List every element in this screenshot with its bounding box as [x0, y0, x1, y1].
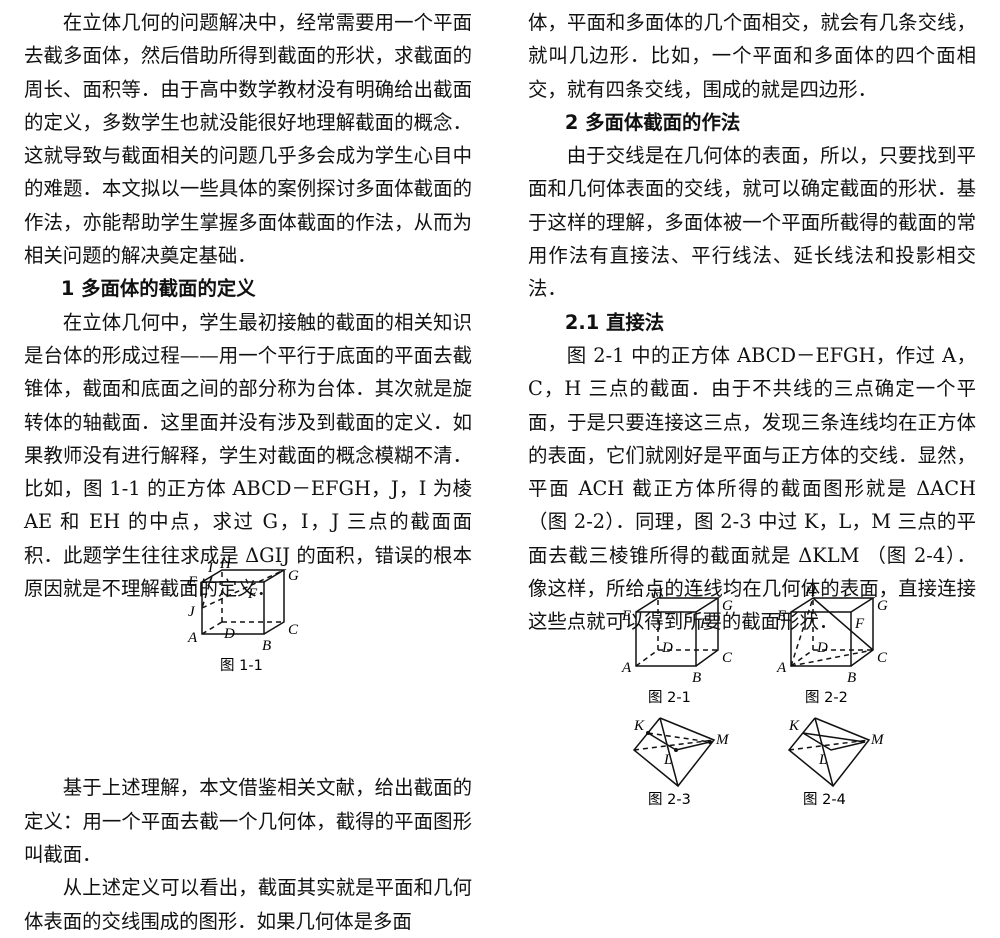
label-g: G — [722, 598, 733, 614]
figure-2-3: K M L 图 2-3 — [620, 712, 750, 812]
label-j: J — [188, 604, 196, 620]
label-k: K — [633, 718, 645, 734]
hidden-edge-ad — [790, 649, 814, 667]
pyramid-outline — [632, 717, 716, 788]
label-b: B — [262, 638, 271, 654]
label-m: M — [715, 732, 730, 748]
label-a: A — [621, 660, 632, 676]
continued-paragraph: 体，平面和多面体的几个面相交，就会有几条交线，就叫几边形．比如，一个平面和多面体… — [528, 11, 976, 101]
hidden-edge-ad — [201, 621, 223, 635]
top-edges — [790, 597, 876, 613]
label-d: D — [223, 626, 235, 642]
cube-diagram-2-2: H G E F D C A B 图 2-2 — [776, 584, 888, 706]
right-edges — [263, 570, 285, 635]
label-l: L — [818, 752, 827, 768]
label-h: H — [219, 556, 232, 572]
intro-paragraph: 在立体几何的问题解决中，经常需要用一个平面去截多面体，然后借助所得到截面的形状，… — [24, 11, 472, 268]
caption-1-1: 图 1-1 — [220, 658, 263, 674]
figure-1-1: E I H G J F A D C B 图 1-1 — [180, 556, 310, 678]
section-edge-ac — [790, 649, 874, 667]
label-k: K — [788, 718, 800, 734]
direct-method-paragraph: 图 2-1 中的正方体 ABCD－EFGH，作过 A，C，H 三点的截面．由于不… — [528, 343, 976, 634]
cube-diagram-2-1: H G E F D C A B 图 2-1 — [621, 586, 733, 706]
cube-diagram-1-1: E I H G J F A D C B 图 1-1 — [187, 556, 299, 674]
section-2-1-heading: 2.1 直接法 — [564, 310, 665, 334]
section-edge-lm — [675, 741, 711, 751]
section-edge-km — [647, 732, 711, 743]
label-e: E — [187, 574, 197, 590]
left-column: 在立体几何的问题解决中，经常需要用一个平面去截多面体，然后借助所得到截面的形状，… — [24, 6, 472, 938]
section-2-heading: 2 多面体截面的作法 — [564, 110, 741, 134]
top-edges — [635, 597, 721, 613]
section-edge-ah — [790, 597, 814, 667]
definition-paragraph: 基于上述理解，本文借鉴相关文献，给出截面的定义：用一个平面去截一个几何体，截得的… — [24, 776, 472, 866]
pyramid-diagram-2-3: K M L 图 2-3 — [632, 717, 730, 808]
label-a: A — [187, 630, 198, 646]
pyramid-front-edge — [814, 717, 834, 787]
label-c: C — [288, 622, 299, 638]
front-face — [635, 611, 697, 667]
pyramid-diagram-2-4: K M L 图 2-4 — [787, 717, 885, 808]
section-1-heading: 1 多面体的截面的定义 — [60, 277, 256, 301]
label-f: F — [699, 616, 710, 632]
label-c: C — [877, 650, 888, 666]
point-k — [646, 731, 650, 735]
label-l: L — [663, 752, 672, 768]
label-h: H — [804, 584, 817, 600]
caption-2-3: 图 2-3 — [648, 792, 691, 808]
label-g: G — [877, 598, 888, 614]
definition-analysis-paragraph: 从上述定义可以看出，截面其实就是平面和几何体表面的交线围成的图形．如果几何体是多… — [24, 876, 472, 933]
hidden-line-ij — [201, 575, 213, 609]
label-h: H — [651, 586, 664, 602]
pyramid-front-edge — [659, 717, 679, 787]
caption-2-1: 图 2-1 — [648, 690, 691, 706]
label-b: B — [692, 670, 701, 686]
label-i: I — [207, 560, 214, 576]
section-edge-hc — [812, 597, 874, 651]
label-m: M — [870, 732, 885, 748]
section-triangle-klm — [802, 732, 866, 751]
caption-2-4: 图 2-4 — [803, 792, 846, 808]
right-edges — [850, 598, 874, 667]
methods-paragraph: 由于交线是在几何体的表面，所以，只要找到平面和几何体表面的交线，就可以确定截面的… — [528, 144, 976, 301]
label-g: G — [288, 568, 299, 584]
definition-context-paragraph: 在立体几何中，学生最初接触的截面的相关知识是台体的形成过程——用一个平行于底面的… — [24, 310, 472, 601]
top-edges — [201, 569, 287, 583]
label-f: F — [854, 616, 865, 632]
label-c: C — [722, 650, 733, 666]
pyramid-hidden-edge — [633, 739, 715, 751]
pyramid-outline — [787, 717, 871, 788]
label-d: D — [661, 640, 673, 656]
label-b: B — [847, 670, 856, 686]
right-column: 体，平面和多面体的几个面相交，就会有几条交线，就叫几边形．比如，一个平面和多面体… — [528, 6, 976, 639]
caption-2-2: 图 2-2 — [805, 690, 848, 706]
figure-2-1: H G E F D C A B 图 2-1 — [620, 586, 750, 713]
hidden-line-jg — [201, 569, 285, 609]
figure-2-2: H G E F D C A B 图 2-2 — [775, 584, 905, 713]
figure-2-4: K M L 图 2-4 — [775, 712, 905, 812]
label-a: A — [776, 660, 787, 676]
right-edges — [695, 598, 719, 667]
label-f: F — [247, 586, 258, 602]
label-d: D — [816, 640, 828, 656]
point-l — [674, 748, 678, 752]
label-e: E — [776, 608, 786, 624]
hidden-edge-ad — [635, 649, 659, 667]
section-edge-kl — [647, 732, 677, 751]
point-m — [708, 740, 712, 744]
label-e: E — [621, 608, 631, 624]
pyramid-hidden-edge — [788, 739, 870, 751]
